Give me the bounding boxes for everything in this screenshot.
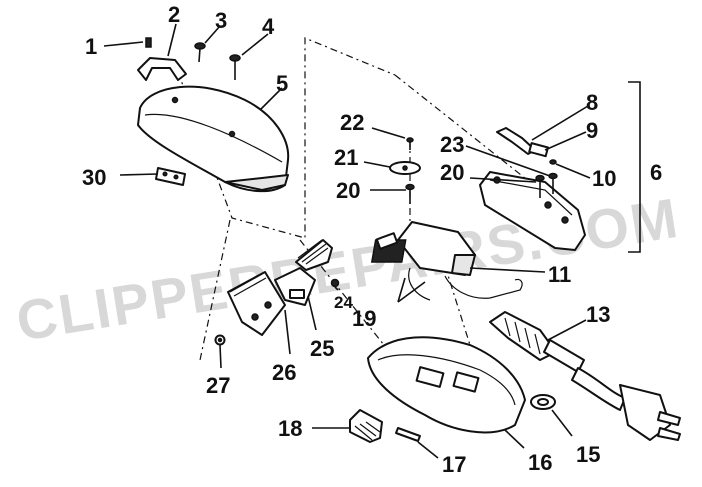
callout-11: 11	[548, 262, 571, 287]
screw-22	[406, 137, 414, 150]
callout-24: 24	[334, 293, 353, 312]
callout-2: 2	[168, 2, 180, 27]
callout-27: 27	[206, 373, 230, 398]
callout-8: 8	[586, 90, 598, 115]
upper-blade	[295, 239, 333, 271]
screw-4	[229, 54, 241, 80]
clip	[155, 167, 186, 186]
callout-6: 6	[650, 160, 662, 185]
blade-guide	[274, 267, 316, 306]
callout-9: 9	[586, 118, 598, 143]
screw-27	[214, 334, 226, 346]
callout-labels: 1 2 3 4 5 6 8 9 10 11 13 15 16 17 18 19 …	[82, 2, 662, 477]
callout-3: 3	[215, 8, 227, 33]
watermark: CLIPPERREPAIRS.COM	[12, 186, 683, 353]
callout-23: 23	[440, 132, 464, 157]
callout-20-left: 20	[336, 178, 360, 203]
small-screw-10	[549, 159, 557, 165]
callout-30: 30	[82, 165, 106, 190]
callout-16: 16	[528, 450, 552, 475]
callout-21: 21	[334, 145, 358, 170]
callout-20-right: 20	[440, 160, 464, 185]
callout-19: 19	[352, 306, 376, 331]
screw-3	[194, 42, 206, 63]
callout-13: 13	[586, 302, 610, 327]
coil-assembly	[370, 221, 523, 301]
washer-21	[389, 161, 421, 175]
bracket-6	[628, 81, 641, 253]
switch	[349, 409, 383, 443]
assembly-guide-lines	[177, 37, 541, 391]
callout-25: 25	[310, 336, 334, 361]
callout-5: 5	[276, 71, 288, 96]
power-cord	[489, 311, 681, 441]
callout-22: 22	[340, 110, 364, 135]
motor-support-housing	[479, 171, 586, 251]
callout-18: 18	[278, 416, 302, 441]
screw-20-left	[405, 183, 415, 204]
callout-17: 17	[442, 452, 466, 477]
callout-10: 10	[592, 166, 616, 191]
screw-20-right	[535, 174, 545, 198]
bottom-housing	[367, 336, 526, 434]
top-housing-cover	[137, 85, 290, 193]
plate	[528, 142, 549, 158]
grommet	[530, 394, 556, 410]
callout-1: 1	[85, 34, 97, 59]
lower-blade	[227, 271, 286, 336]
callout-26: 26	[272, 360, 296, 385]
bracket	[137, 57, 187, 81]
small-screw-24	[330, 278, 340, 288]
callout-4: 4	[262, 14, 275, 39]
leader-lines	[103, 23, 591, 459]
screw-1	[145, 37, 152, 48]
callout-15: 15	[576, 442, 600, 467]
switch-pin	[395, 427, 421, 442]
